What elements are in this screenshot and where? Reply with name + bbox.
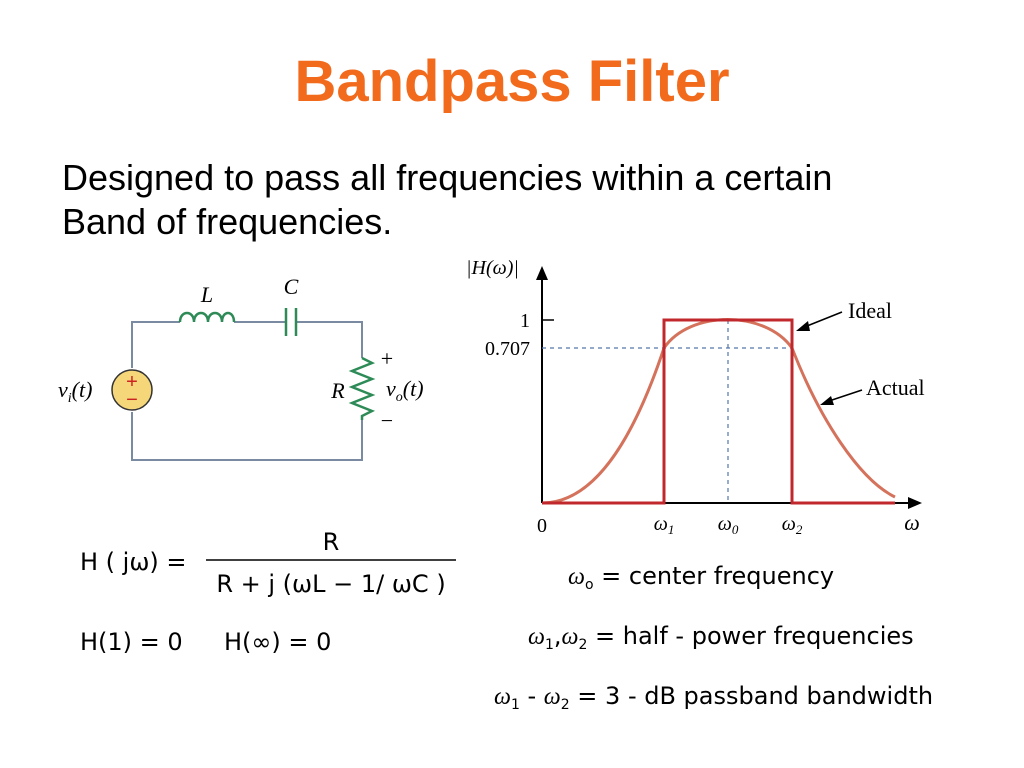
h-one-equation: H(1) = 0: [80, 628, 183, 656]
x-origin-label: 0: [537, 515, 547, 537]
ideal-pointer-head: [796, 321, 810, 331]
transfer-function: H ( jω) = R R + j (ωL − 1/ ωC ): [80, 528, 456, 598]
source-voltage-label: vi(t): [58, 377, 92, 406]
circuit-wire-left-top: [131, 321, 180, 368]
transfer-denominator: R + j (ωL − 1/ ωC ): [216, 570, 445, 598]
circuit-diagram: [131, 321, 363, 461]
resistor-label: R: [330, 378, 345, 403]
capacitor-label: C: [284, 274, 299, 299]
slide-description: Designed to pass all frequencies within …: [62, 156, 962, 244]
voltage-source: [111, 369, 153, 411]
center-frequency-definition: ωo = center frequency: [568, 562, 834, 593]
transfer-numerator: R: [323, 528, 340, 556]
x-tick-label-w2: ω2: [782, 513, 803, 537]
graph-xlabel: ω: [904, 510, 920, 535]
actual-response-curve: [541, 318, 896, 505]
ideal-response-curve: [542, 318, 895, 505]
y-tick-label-0707: 0.707: [485, 338, 530, 360]
x-tick-label-w1: ω1: [654, 513, 675, 537]
frequency-response-graph: |H(ω)| 1 0.707 0 ω1 ω0 ω2 ω Ideal Actual: [466, 257, 925, 537]
bandwidth-definition: ω1 - ω2 = 3 - dB passband bandwidth: [494, 682, 933, 713]
source-plus: +: [126, 371, 138, 393]
h-infinity-equation: H(∞) = 0: [224, 628, 331, 656]
description-line-1: Designed to pass all frequencies within …: [62, 157, 833, 198]
ideal-label: Ideal: [848, 298, 892, 323]
circuit-wire-c-to-r: [297, 321, 363, 358]
circuit-wire-r-to-bottom: [131, 412, 363, 461]
capacitor-symbol: [284, 308, 298, 336]
inductor-label: L: [200, 282, 213, 307]
description-line-2: Band of frequencies.: [62, 201, 393, 242]
output-minus: −: [381, 408, 393, 433]
graph-ylabel: |H(ω)|: [466, 257, 519, 279]
actual-label: Actual: [866, 375, 925, 400]
transfer-lhs: H ( jω) =: [80, 548, 187, 576]
output-voltage-label: vo(t): [386, 376, 424, 405]
source-minus: −: [126, 389, 138, 411]
x-tick-label-w0: ω0: [718, 513, 739, 537]
output-plus: +: [381, 346, 393, 371]
resistor-symbol: [348, 356, 376, 420]
y-axis-arrow: [536, 266, 548, 280]
half-power-definition: ω1,ω2 = half - power frequencies: [528, 622, 914, 653]
x-axis-arrow: [908, 497, 922, 509]
inductor-symbol: [178, 311, 236, 323]
slide-title: Bandpass Filter: [294, 49, 730, 114]
y-tick-label-one: 1: [520, 310, 530, 332]
actual-pointer-head: [820, 396, 834, 405]
